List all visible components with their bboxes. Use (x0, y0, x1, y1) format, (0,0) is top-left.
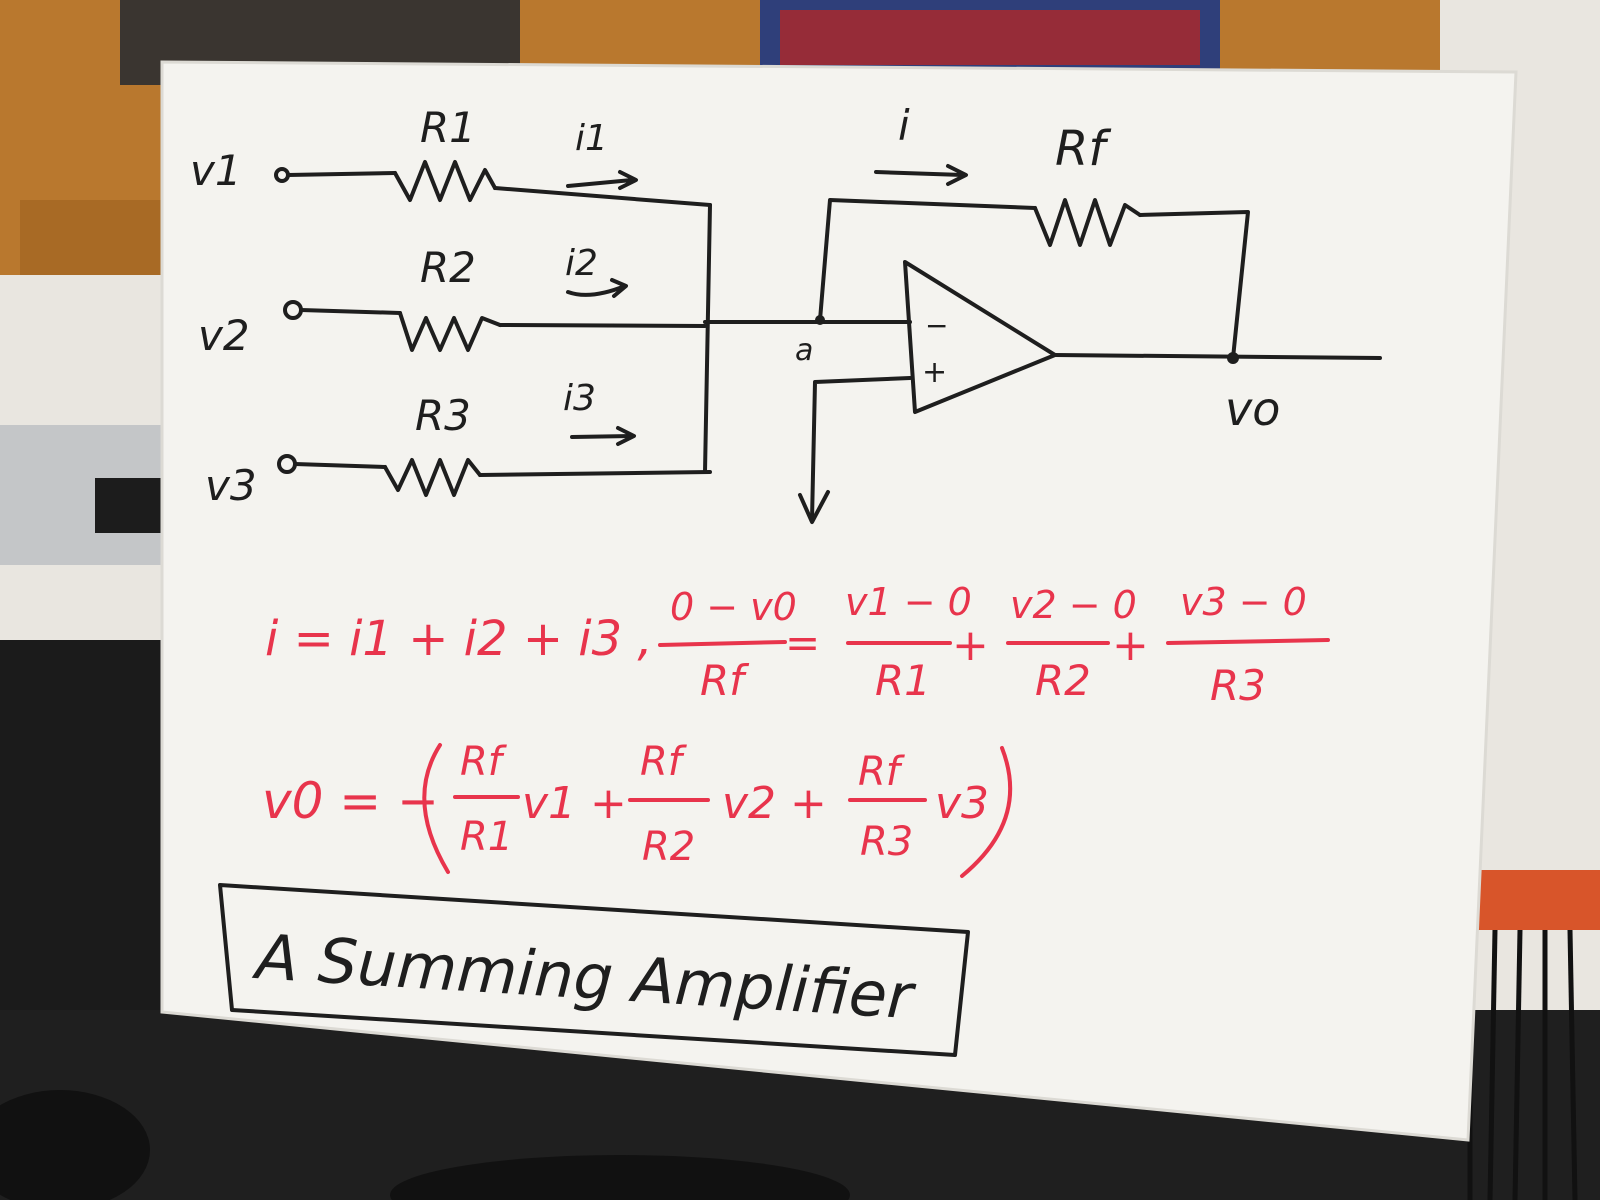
eq-frac3-denominator: R3 (1210, 661, 1266, 710)
wire-r2-out (498, 323, 707, 328)
resistor-r1-zigzag (393, 160, 497, 202)
label-r1: R1 (420, 103, 476, 152)
ground-arrow (798, 490, 830, 524)
output-wire (1053, 353, 1382, 360)
eq-frac3-numerator: v3 − 0 (1180, 580, 1307, 624)
eq-g3-numerator: Rf (858, 749, 906, 795)
eq-plus-2: + (1112, 620, 1149, 671)
label-v2: v2 (198, 311, 250, 360)
arrow-i2 (566, 278, 628, 298)
wire-r3-out (478, 470, 712, 477)
eq-g3-denominator: R3 (860, 819, 913, 865)
label-i3: i3 (563, 378, 596, 419)
eq-lhs-denominator: Rf (700, 656, 750, 705)
resistor-r3-zigzag (383, 458, 482, 497)
eq-g1-numerator: Rf (460, 739, 508, 785)
wire-r3-in (293, 462, 387, 469)
feedback-wire-left (818, 198, 1037, 322)
label-node-a: a (795, 333, 813, 368)
opamp-plus-sign: + (922, 355, 947, 390)
red-bins (780, 10, 1200, 65)
chair-back-left (0, 1090, 150, 1200)
resistor-rf-zigzag (1033, 198, 1142, 247)
equations: i = i1 + i2 + i3 , 0 − v0 Rf = v1 − 0 R1… (262, 580, 1330, 878)
feedback-wire-right (1138, 210, 1250, 360)
eq-frac1-denominator: R1 (875, 656, 931, 705)
label-i: i (898, 101, 910, 150)
wire-r2-in (299, 308, 402, 315)
arrow-i3 (570, 426, 636, 446)
circuit-diagram: − + v1 v2 v3 R1 R2 R3 Rf i1 i2 i3 i a vo (190, 101, 1382, 524)
eq-vo-lhs: v0 = − (262, 772, 439, 830)
title-border (218, 883, 970, 1057)
label-r3: R3 (415, 391, 471, 440)
wire-r1-out (493, 186, 712, 207)
eq-plus-1: + (952, 620, 989, 671)
eq-g1-denominator: R1 (460, 814, 513, 860)
chair-back-center (390, 1155, 850, 1200)
label-i1: i1 (575, 118, 608, 159)
summing-bus (703, 203, 712, 474)
label-v1: v1 (190, 146, 242, 195)
eq-frac1-numerator: v1 − 0 (845, 580, 972, 624)
label-v3: v3 (205, 461, 257, 510)
resistor-r2-zigzag (398, 311, 502, 352)
eq-g2-numerator: Rf (640, 739, 688, 785)
eq-equals: = (785, 618, 820, 667)
label-i2: i2 (565, 243, 598, 284)
opamp-triangle (903, 260, 1057, 414)
eq-close-paren (960, 746, 1013, 878)
eq-kcl: i = i1 + i2 + i3 , (265, 611, 653, 667)
arrow-i1 (566, 170, 638, 190)
outlet-plate (95, 478, 165, 533)
eq-lhs-numerator: 0 − v0 (670, 585, 797, 629)
eq-g2-v: v2 + (722, 778, 827, 829)
eq-frac2-numerator: v2 − 0 (1010, 583, 1137, 627)
label-vo: vo (1225, 382, 1280, 436)
label-r2: R2 (420, 243, 476, 292)
ground-wire (810, 376, 912, 522)
eq-frac3-bar (1166, 638, 1330, 645)
label-rf: Rf (1055, 121, 1111, 177)
eq-g3-v: v3 (935, 778, 989, 829)
output-node-dot (1227, 352, 1239, 364)
wire-r1-in (286, 171, 397, 177)
arrow-i (874, 164, 968, 186)
eq-open-paren (422, 743, 450, 874)
whiteboard (160, 60, 1518, 1142)
cabinet-drawer (20, 200, 170, 275)
eq-g2-denominator: R2 (642, 824, 695, 870)
opamp-minus-sign: − (925, 309, 948, 342)
eq-g1-v: v1 + (522, 778, 627, 829)
eq-lhs-fraction-bar (658, 640, 787, 647)
eq-frac2-denominator: R2 (1035, 656, 1091, 705)
